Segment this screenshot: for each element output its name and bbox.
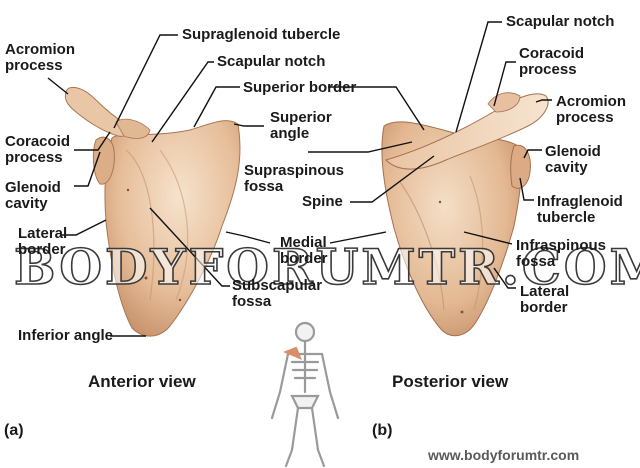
label-lateral-border-posterior: Lateral border [520, 283, 570, 316]
anterior-view-title: Anterior view [88, 372, 196, 391]
label-subscapular-fossa: Subscapular fossa [232, 277, 323, 310]
posterior-view-title: Posterior view [392, 372, 509, 391]
label-acromion-process-anterior: Acromion process [5, 41, 76, 74]
label-supraglenoid-tubercle: Supraglenoid tubercle [182, 26, 341, 43]
label-coracoid-process-anterior: Coracoid process [5, 133, 71, 166]
panel-label-a: (a) [4, 422, 24, 439]
label-acromion-process-posterior: Acromion process [556, 93, 627, 126]
label-coracoid-process-posterior: Coracoid process [519, 45, 585, 78]
watermark-text: BODYFORUMTR.COM [13, 237, 640, 297]
label-infraspinous-fossa: Infraspinous fossa [516, 237, 607, 270]
label-superior-border: Superior border [243, 79, 357, 96]
footer-url: www.bodyforumtr.com [428, 447, 580, 463]
label-lateral-border-anterior: Lateral border [18, 225, 68, 258]
anterior-scapula-bone [64, 86, 241, 337]
leader-lines-center [225, 86, 435, 244]
label-infraglenoid-tubercle: Infraglenoid tubercle [537, 193, 623, 226]
label-superior-angle: Superior angle [270, 109, 332, 142]
skeleton-figure-icon [270, 321, 340, 468]
leader-lines-posterior [455, 21, 552, 289]
label-medial-border: Medial border [280, 234, 328, 267]
label-inferior-angle: Inferior angle [18, 327, 114, 344]
panel-label-b: (b) [372, 422, 393, 439]
label-glenoid-cavity-anterior: Glenoid cavity [5, 179, 61, 212]
label-scapular-notch-posterior: Scapular notch [506, 13, 615, 30]
label-glenoid-cavity-posterior: Glenoid cavity [545, 143, 601, 176]
label-spine: Spine [302, 193, 343, 210]
leader-lines-anterior [47, 34, 240, 337]
label-supraspinous-fossa: Supraspinous fossa [244, 162, 345, 195]
label-scapular-notch-anterior: Scapular notch [217, 53, 326, 70]
